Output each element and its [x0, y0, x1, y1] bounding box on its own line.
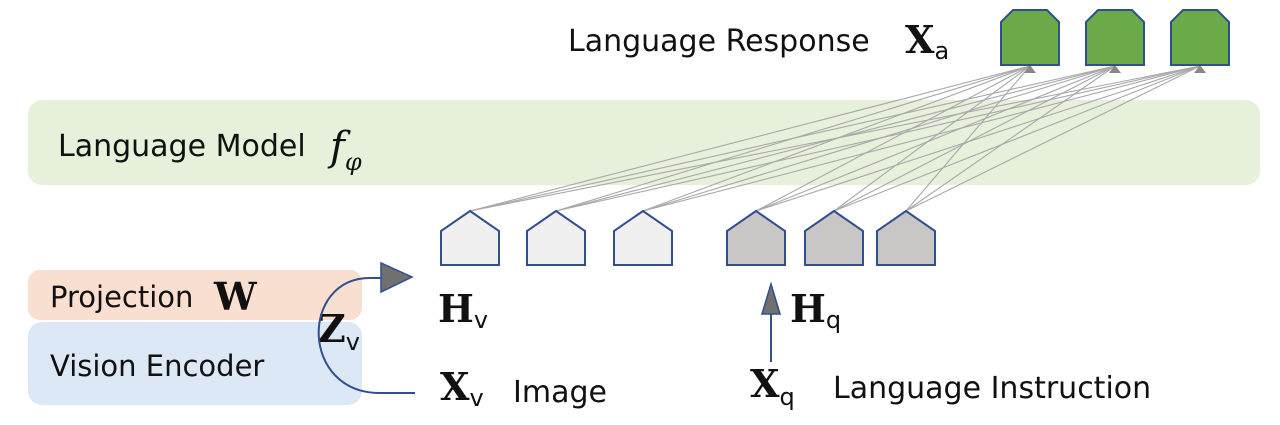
xa-symbol: Xa [905, 17, 949, 65]
attention-line [755, 65, 1116, 212]
vision-connector-line [317, 277, 415, 394]
attention-line [642, 65, 1201, 212]
visual-token [440, 209, 500, 266]
attention-lines [469, 65, 1206, 212]
attention-line [755, 65, 1201, 212]
attention-line [905, 65, 1031, 212]
attention-line [833, 65, 1031, 212]
instruction-token [876, 209, 936, 266]
xv-symbol: Xv [440, 364, 484, 412]
vision-connector-arrowhead [380, 261, 414, 294]
hv-symbol: Hv [438, 286, 488, 334]
language-response-label: Language Response [568, 24, 870, 59]
attention-line [905, 65, 1116, 212]
instruction-token [804, 209, 864, 266]
attention-arrowhead [1194, 65, 1206, 73]
visual-tokens [440, 209, 673, 266]
xq-symbol: Xq [750, 361, 795, 411]
response-token [1000, 9, 1060, 66]
instruction-connector-arrowhead [760, 281, 782, 315]
language-model-label: Language Model [58, 129, 306, 164]
vision-encoder-label: Vision Encoder [50, 349, 264, 383]
language-instruction-label: Language Instruction [833, 371, 1151, 406]
attention-arrowhead [1024, 65, 1036, 73]
visual-token [526, 209, 586, 266]
attention-line [833, 65, 1116, 212]
attention-line [833, 65, 1201, 212]
projection-label: Projection [50, 280, 193, 314]
response-token [1085, 9, 1145, 66]
attention-arrowhead [1109, 65, 1121, 73]
attention-line [555, 65, 1031, 212]
attention-line [642, 65, 1116, 212]
vision-encoder-box [28, 322, 362, 405]
response-token [1170, 9, 1230, 66]
visual-token [613, 209, 673, 266]
zv-symbol: Zv [318, 306, 360, 356]
instruction-tokens [726, 209, 936, 266]
attention-line [642, 65, 1031, 212]
projection-box [28, 270, 362, 320]
attention-line [905, 65, 1201, 212]
instruction-token [726, 209, 786, 266]
hq-symbol: Hq [790, 286, 841, 334]
response-tokens [1000, 9, 1230, 66]
attention-line [469, 65, 1031, 212]
image-label: Image [513, 375, 607, 410]
attention-line [755, 65, 1031, 212]
w-symbol: W [213, 274, 258, 319]
